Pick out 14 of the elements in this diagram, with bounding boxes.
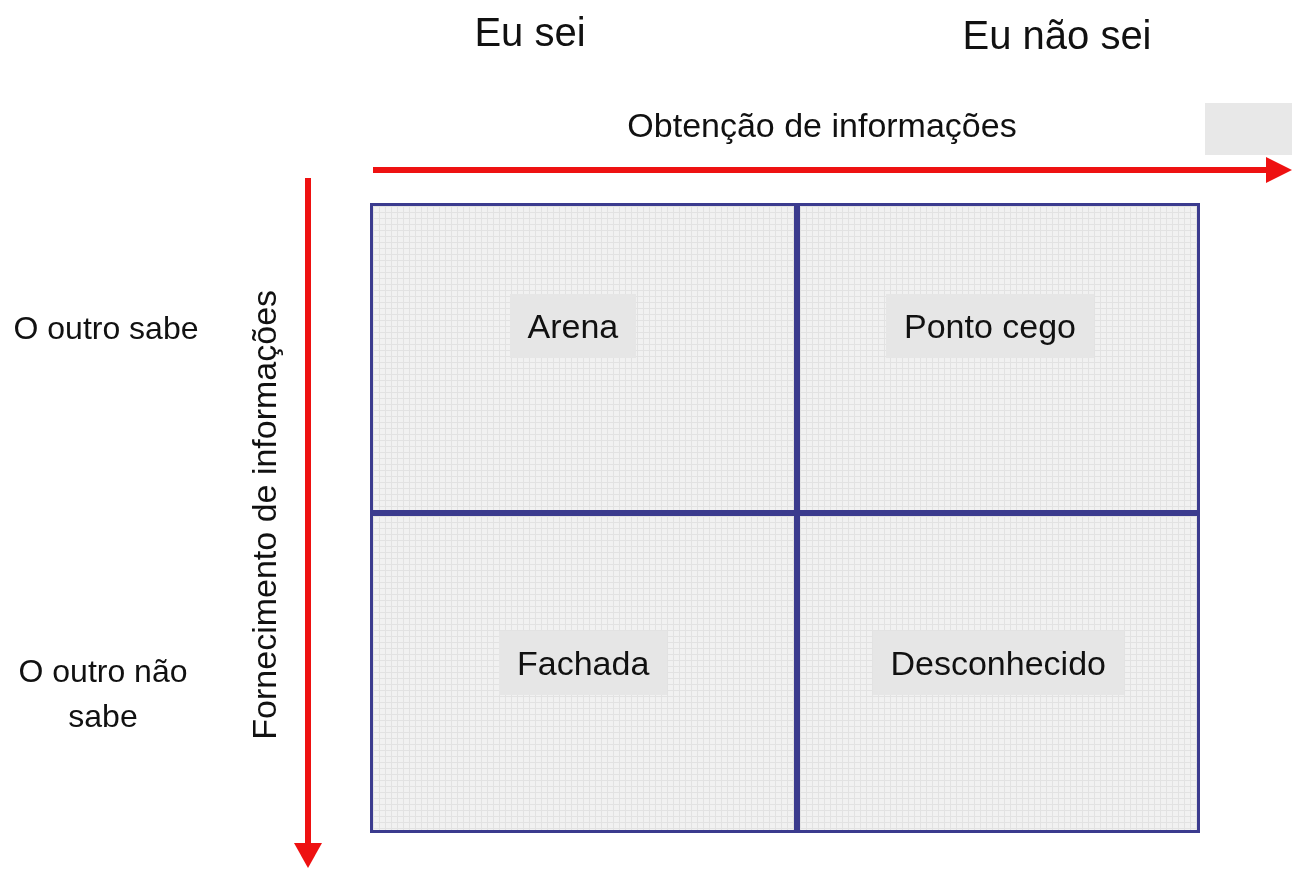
quadrant-cell bbox=[370, 203, 797, 513]
quadrant-cell bbox=[797, 513, 1200, 833]
quadrant-label: Desconhecido bbox=[872, 631, 1124, 695]
quadrant-label: Ponto cego bbox=[886, 294, 1095, 358]
quadrant-cell bbox=[797, 203, 1200, 513]
column-heading: Eu sei bbox=[473, 9, 587, 56]
quadrant-label: Fachada bbox=[499, 631, 668, 695]
axis-label: Fornecimento de informações bbox=[244, 288, 285, 742]
row-heading: O outro não sabe bbox=[17, 652, 189, 736]
column-heading: Eu não sei bbox=[961, 12, 1153, 59]
quadrant-label: Arena bbox=[509, 294, 637, 358]
axis-label: Obtenção de informações bbox=[626, 105, 1018, 146]
row-heading: O outro sabe bbox=[12, 308, 200, 348]
quadrant-cell bbox=[370, 513, 797, 833]
